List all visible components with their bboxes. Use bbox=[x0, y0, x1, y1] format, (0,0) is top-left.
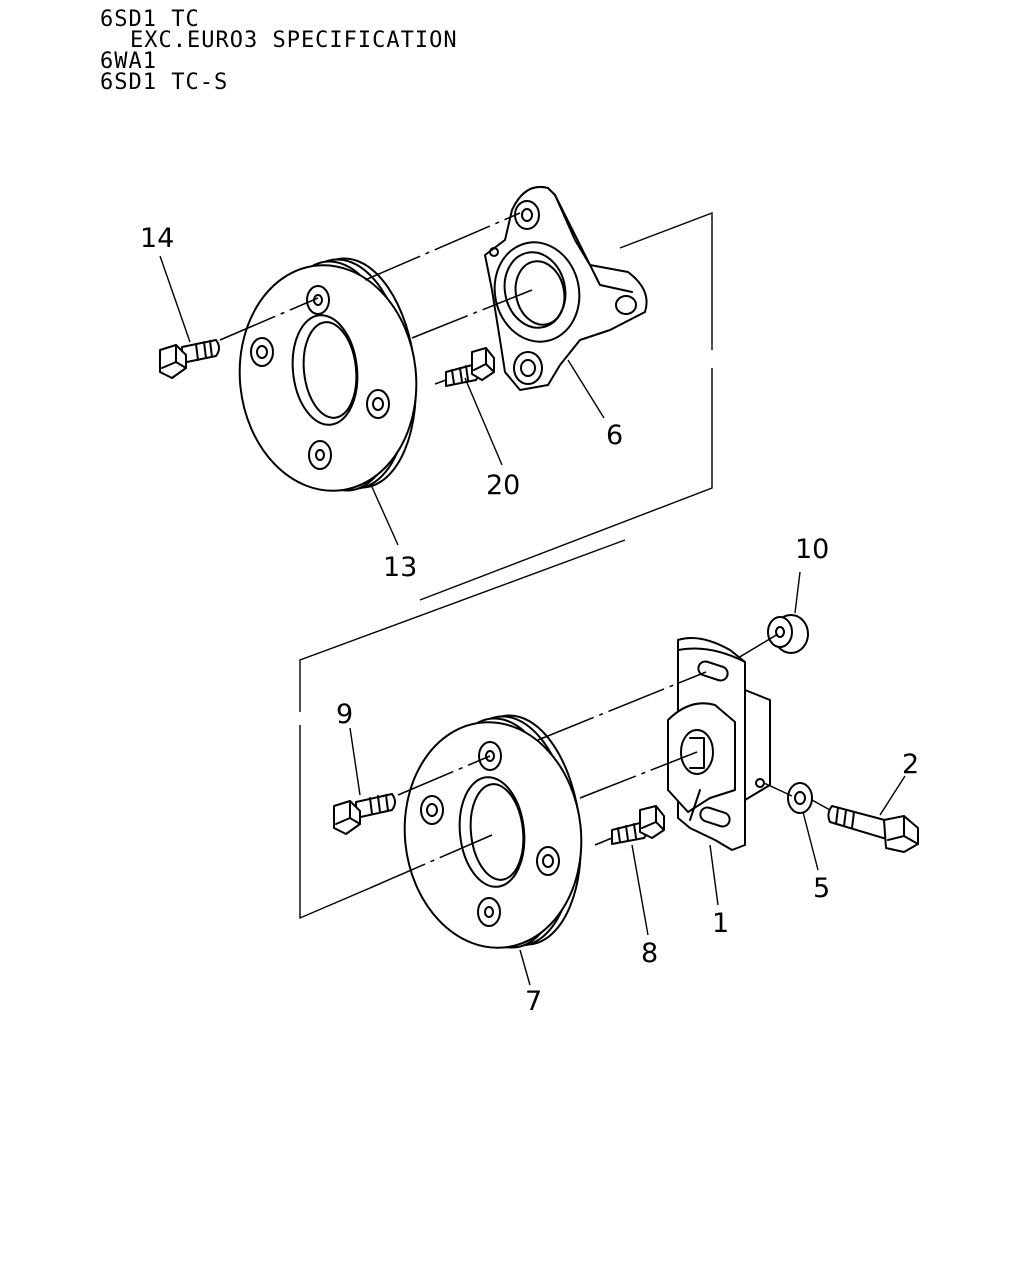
model-header: 6SD1 TC EXC.EURO3 SPECIFICATION 6WA1 6SD… bbox=[100, 7, 458, 95]
lower-centerlines bbox=[369, 633, 831, 889]
callout-1: 1 bbox=[712, 908, 729, 939]
bracket-part-6 bbox=[484, 186, 648, 391]
callout-20: 20 bbox=[486, 470, 520, 501]
callout-2: 2 bbox=[902, 749, 919, 780]
header-line-4: 6SD1 TC-S bbox=[100, 70, 228, 95]
upper-assembly-frame bbox=[419, 211, 713, 601]
header-line-3: 6WA1 bbox=[100, 49, 157, 74]
bolt-part-14 bbox=[159, 339, 220, 379]
bolt-part-2 bbox=[827, 805, 919, 853]
lower-assembly-frame bbox=[299, 539, 626, 920]
pulley-part-13 bbox=[238, 257, 418, 492]
callout-13: 13 bbox=[383, 552, 417, 583]
callout-5: 5 bbox=[813, 873, 830, 904]
bolt-part-9 bbox=[333, 793, 396, 835]
header-line-2: EXC.EURO3 SPECIFICATION bbox=[130, 28, 458, 53]
tensioner-bracket-part-1 bbox=[667, 637, 771, 851]
callout-9: 9 bbox=[336, 699, 353, 730]
bolt-part-20 bbox=[445, 347, 495, 387]
pulley-part-7 bbox=[403, 714, 583, 949]
callout-6: 6 bbox=[606, 420, 623, 451]
callout-8: 8 bbox=[641, 938, 658, 969]
upper-centerlines bbox=[219, 212, 533, 385]
header-line-1: 6SD1 TC bbox=[100, 7, 200, 32]
callout-14: 14 bbox=[140, 223, 174, 254]
callout-7: 7 bbox=[525, 986, 542, 1017]
callout-labels: 14 13 20 6 10 9 2 5 1 8 7 bbox=[140, 223, 919, 1017]
washer-part-5 bbox=[787, 782, 813, 814]
bolt-part-8 bbox=[611, 805, 665, 845]
nut-part-10 bbox=[767, 614, 809, 654]
callout-10: 10 bbox=[795, 534, 829, 565]
leader-lines bbox=[159, 255, 906, 986]
